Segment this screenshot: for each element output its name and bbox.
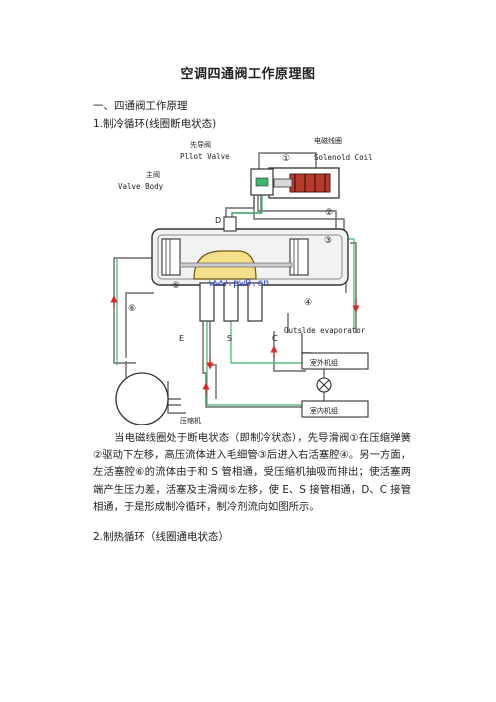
label-compressor: 压缩机 <box>180 416 201 425</box>
section-heading: 一、四通阀工作原理 <box>93 100 188 112</box>
callout-3: ③ <box>324 236 332 246</box>
label-indoor-unit: 室内机组 <box>310 406 338 415</box>
callout-2: ② <box>325 208 333 218</box>
page-title: 空调四通阀工作原理图 <box>180 67 316 82</box>
diagram-labels: 电磁线圈 Solenold Coil 先导阀 Pllot Valve 主阀 Va… <box>118 136 373 425</box>
label-body-cn: 主阀 <box>146 170 160 179</box>
callout-5: ⑤ <box>172 281 180 291</box>
label-coil-en: Solenold Coil <box>314 153 373 162</box>
port-D: D <box>215 216 221 225</box>
bottom-ports <box>199 282 263 322</box>
pilot-valve <box>250 168 274 196</box>
label-pilot-cn: 先导阀 <box>190 140 211 149</box>
subsection-heating: 2.制热循环（线圈通电状态） <box>93 531 230 543</box>
solenoid-coil <box>268 167 340 199</box>
compressor <box>115 372 181 425</box>
label-body-en: Valve Body <box>118 182 164 191</box>
label-outdoor-unit: 室外机组 <box>310 358 338 367</box>
subsection-cooling: 1.制冷循环(线圈断电状态) <box>93 118 217 130</box>
label-outside: Outslde evaporator <box>284 326 366 335</box>
port-C: C <box>272 334 278 343</box>
callout-4: ④ <box>304 298 312 308</box>
four-way-valve-diagram: 电磁线圈 Solenold Coil 先导阀 Pllot Valve 主阀 Va… <box>110 136 373 425</box>
callout-6: ⑥ <box>128 304 136 314</box>
body-paragraph: 当电磁线圈处于断电状态（即制冷状态），先导滑阀①在压缩弹簧②驱动下左移，高压流体… <box>93 430 411 516</box>
label-coil-cn: 电磁线圈 <box>314 136 342 145</box>
watermark: www.pw0.cn <box>209 278 269 289</box>
unit-boxes <box>301 352 369 418</box>
port-E: E <box>179 334 184 343</box>
callout-1: ① <box>282 154 290 164</box>
valve-body <box>151 216 349 286</box>
label-pilot-en: Pllot Valve <box>180 152 230 161</box>
paragraph-text: 当电磁线圈处于断电状态（即制冷状态），先导滑阀①在压缩弹簧②驱动下左移，高压流体… <box>93 432 411 513</box>
port-S: S <box>227 334 232 343</box>
